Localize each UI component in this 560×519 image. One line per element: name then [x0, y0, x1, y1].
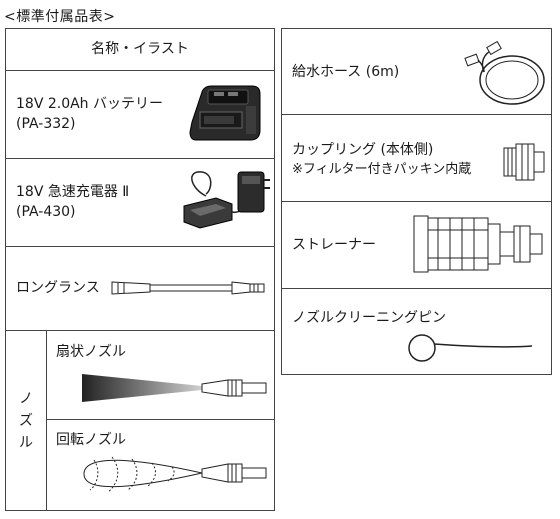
cleaning-pin-name: ノズルクリーニングピン — [292, 310, 446, 326]
coupling-icon — [502, 142, 546, 182]
water-hose-name: 給水ホース (6m) — [292, 64, 400, 80]
charger-name: 18V 急速充電器 Ⅱ — [16, 184, 130, 200]
long-lance-icon — [110, 276, 270, 300]
coupling-name: カップリング (本体側) — [292, 142, 434, 158]
battery-name: 18V 2.0Ah バッテリー — [16, 96, 164, 112]
charger-icon — [176, 166, 272, 236]
table-header-name: 名称・イラスト — [91, 41, 189, 57]
charger-model: (PA-430) — [16, 204, 76, 220]
section-title: <標準付属品表> — [4, 9, 116, 25]
battery-model: (PA-332) — [16, 116, 76, 132]
battery-pack-icon — [186, 82, 266, 148]
fan-nozzle-name: 扇状ノズル — [56, 344, 126, 360]
left-table — [5, 28, 275, 511]
water-hose-icon — [462, 38, 550, 108]
cleaning-pin-icon — [402, 332, 538, 366]
long-lance-name: ロングランス — [16, 280, 100, 296]
strainer-icon — [410, 210, 546, 278]
nozzle-group-label: ノズル — [19, 391, 33, 451]
fan-nozzle-icon — [80, 370, 270, 406]
strainer-name: ストレーナー — [292, 237, 376, 253]
rotary-nozzle-name: 回転ノズル — [56, 432, 126, 448]
rotary-nozzle-icon — [78, 452, 270, 498]
coupling-note: ※フィルター付きパッキン内蔵 — [292, 162, 472, 177]
